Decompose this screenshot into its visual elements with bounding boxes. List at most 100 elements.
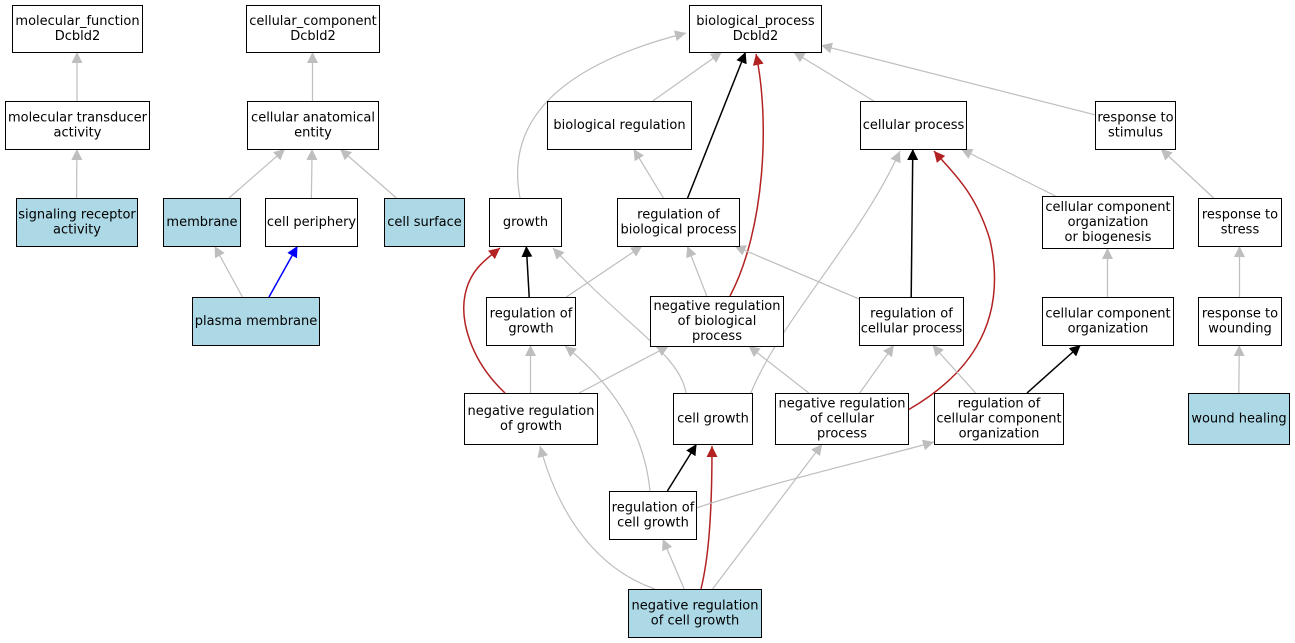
node-label-line: regulation of <box>870 307 953 322</box>
node-breg[interactable]: biological regulation <box>547 101 692 150</box>
node-label-line: stimulus <box>1108 126 1163 141</box>
node-box <box>650 296 784 347</box>
edge-rcco-to-cco <box>1026 344 1082 394</box>
node-label-line: negative regulation <box>467 404 594 419</box>
node-label-line: cellular process <box>863 118 965 133</box>
node-csurf[interactable]: cell surface <box>384 198 465 247</box>
node-box <box>860 101 967 150</box>
edge-growth-to-bp <box>517 30 687 199</box>
edge-nrcp-to-rcp <box>859 344 895 394</box>
node-label-line: negative regulation <box>778 397 905 412</box>
node-box <box>1188 393 1290 445</box>
node-box <box>1198 198 1282 247</box>
node-label-line: organization <box>1068 322 1149 337</box>
edge-rbp-to-breg <box>633 148 664 199</box>
edge-cproc-to-bp <box>793 51 875 102</box>
node-box <box>1042 196 1174 249</box>
node-box <box>547 101 692 150</box>
node-label-line: activity <box>54 126 102 141</box>
node-box <box>247 101 379 150</box>
edge-nrcg-to-cgrowth <box>700 445 718 590</box>
node-box <box>617 198 740 247</box>
edge-memb-to-cae <box>228 148 286 199</box>
node-label-line: wounding <box>1208 322 1271 337</box>
edge-cgrowth-to-growth <box>552 247 687 394</box>
node-label-line: cellular component <box>936 412 1061 427</box>
edge-rgrowth-to-rbp <box>565 245 643 298</box>
node-label-line: regulation of <box>958 397 1041 412</box>
edge-nrcp-to-nrbp <box>748 345 810 394</box>
node-label-line: organization <box>959 427 1040 442</box>
node-label-line: wound healing <box>1191 412 1286 427</box>
node-label-line: response to <box>1097 111 1173 126</box>
node-cper[interactable]: cell periphery <box>265 198 358 247</box>
node-box <box>464 393 598 445</box>
node-box <box>489 198 562 247</box>
node-label-line: organization <box>1068 215 1149 230</box>
node-label-line: or biogenesis <box>1065 230 1152 245</box>
edge-rbp-to-bp <box>686 51 747 199</box>
node-label-line: response to <box>1202 208 1278 223</box>
node-label-line: cell growth <box>617 516 689 531</box>
edge-ccob-to-cproc <box>960 148 1056 197</box>
node-box <box>384 198 465 247</box>
edge-breg-to-bp <box>652 51 723 102</box>
node-label-line: Dcbld2 <box>290 29 336 44</box>
node-label-line: membrane <box>166 215 237 230</box>
node-box <box>934 393 1064 445</box>
node-pm[interactable]: plasma membrane <box>192 297 320 346</box>
edge-rcg-to-rgrowth <box>564 345 651 492</box>
node-label-line: cellular anatomical <box>251 111 375 126</box>
node-label-line: plasma membrane <box>195 314 318 329</box>
node-label-line: response to <box>1202 307 1278 322</box>
node-label-line: growth <box>503 215 548 230</box>
node-label-line: negative regulation <box>631 599 758 614</box>
node-cgrowth[interactable]: cell growth <box>673 393 753 445</box>
node-box <box>5 101 150 150</box>
node-box <box>192 297 320 346</box>
node-label-line: cellular process <box>861 322 963 337</box>
node-cproc[interactable]: cellular process <box>860 101 967 150</box>
edge-nrg-to-growth <box>463 247 506 394</box>
edge-rcg-to-cgrowth <box>666 443 698 492</box>
edge-cper-to-cae <box>306 148 318 199</box>
node-wheal[interactable]: wound healing <box>1188 393 1290 445</box>
node-label-line: entity <box>294 126 332 141</box>
node-label-line: regulation of <box>490 307 573 322</box>
node-box <box>673 393 753 445</box>
node-label-line: molecular transducer <box>8 111 148 126</box>
node-label-line: cellular_component <box>249 14 377 29</box>
edge-rstress-to-rstim <box>1160 148 1215 199</box>
node-box <box>1198 297 1282 346</box>
edge-rgrowth-to-growth <box>521 245 533 298</box>
node-label-line: biological regulation <box>553 118 685 133</box>
node-box <box>609 491 697 540</box>
node-growth[interactable]: growth <box>489 198 562 247</box>
node-memb[interactable]: membrane <box>163 198 241 247</box>
node-box <box>859 297 964 346</box>
node-box <box>12 5 143 53</box>
edge-nrcg-to-nrg <box>537 445 656 590</box>
node-label-line: cellular component <box>1045 307 1170 322</box>
node-box <box>775 393 909 445</box>
